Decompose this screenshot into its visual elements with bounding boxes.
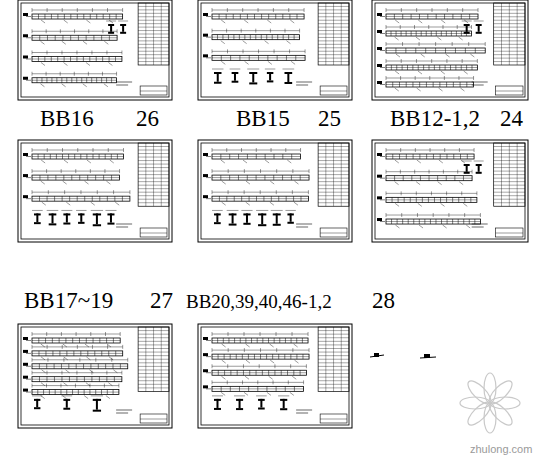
watermark-text: zhulong.com	[470, 444, 532, 455]
drawing-sheet	[198, 0, 352, 100]
sheet-caption: BB16	[40, 107, 94, 130]
drawing-sheet	[18, 140, 172, 242]
drawing-sheet	[372, 0, 528, 100]
sheet-caption: 26	[136, 107, 159, 130]
sheet-caption: 24	[500, 107, 523, 130]
sheet-caption: 28	[372, 289, 395, 312]
sheet-caption: BB15	[236, 107, 290, 130]
sheet-caption: BB17~19	[24, 289, 113, 312]
small-symbols	[370, 353, 436, 358]
drawing-sheet	[198, 324, 352, 428]
sheet-caption: 27	[150, 289, 173, 312]
drawing-sheet	[18, 324, 172, 428]
drawing-sheet	[372, 140, 528, 242]
drawing-sheet	[198, 140, 352, 242]
watermark-logo	[460, 373, 520, 433]
sheet-caption: BB12-1,2	[390, 107, 480, 130]
sheet-caption: BB20,39,40,46-1,2	[186, 292, 332, 311]
sheet-caption: 25	[318, 107, 341, 130]
drawing-sheet	[18, 0, 172, 100]
